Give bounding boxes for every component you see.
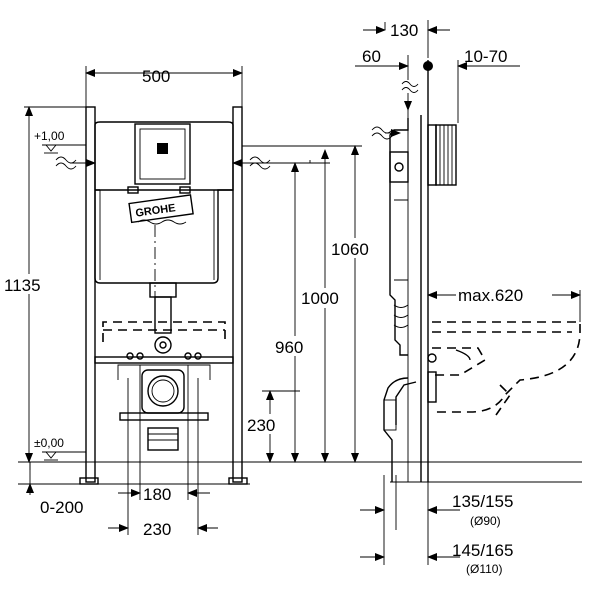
dim-pipe-b: 145/165 bbox=[452, 541, 513, 560]
front-view: GROHE bbox=[2, 66, 380, 539]
flush-button-icon bbox=[157, 143, 168, 154]
dim-width-180: 180 bbox=[143, 485, 171, 504]
water-inlet-left-icon bbox=[55, 156, 96, 170]
dim-height-960: 960 bbox=[275, 338, 303, 357]
frame-right-post bbox=[228, 106, 248, 485]
level-floor-marker-icon bbox=[45, 451, 57, 459]
dim-height-1060: 1060 bbox=[331, 240, 369, 259]
dim-depth-130: 130 bbox=[390, 21, 418, 40]
level-marker-icon bbox=[45, 144, 57, 152]
reference-point-icon bbox=[423, 61, 433, 71]
water-inlet-side-icon bbox=[371, 126, 393, 134]
dim-projection: max.620 bbox=[458, 286, 523, 305]
level-floor-label: ±0,00 bbox=[34, 436, 64, 450]
flush-plate bbox=[134, 123, 191, 185]
svg-text:GROHE: GROHE bbox=[135, 202, 177, 219]
frame-crossbar bbox=[94, 356, 234, 364]
wave-icon bbox=[137, 219, 187, 225]
dim-depth-60: 60 bbox=[362, 47, 381, 66]
flush-plate-side bbox=[435, 124, 457, 186]
drain-connector bbox=[141, 369, 185, 414]
dim-pipe-b-diameter: (Ø110) bbox=[466, 562, 502, 576]
dim-width-230: 230 bbox=[143, 520, 171, 539]
side-view: 130 60 10-70 max.620 135/155 (Ø90) 145/1… bbox=[355, 20, 582, 576]
dim-height-1135: 1135 bbox=[4, 276, 41, 295]
dim-height-230: 230 bbox=[247, 416, 275, 435]
dim-width-500: 500 bbox=[142, 67, 170, 86]
grohe-logo: GROHE bbox=[128, 194, 194, 224]
dim-pipe-a-diameter: (Ø90) bbox=[470, 514, 501, 528]
pan-outline-front bbox=[102, 321, 226, 342]
dim-floor-range: 0-200 bbox=[40, 498, 83, 517]
pan-outline-side bbox=[432, 321, 581, 413]
level-top-label: +1,00 bbox=[34, 129, 65, 143]
dim-height-1000: 1000 bbox=[301, 289, 339, 308]
dim-pipe-a: 135/155 bbox=[452, 492, 513, 511]
water-inlet-top-icon bbox=[401, 81, 419, 111]
dim-depth-range: 10-70 bbox=[464, 47, 507, 66]
cistern-side bbox=[389, 118, 409, 356]
